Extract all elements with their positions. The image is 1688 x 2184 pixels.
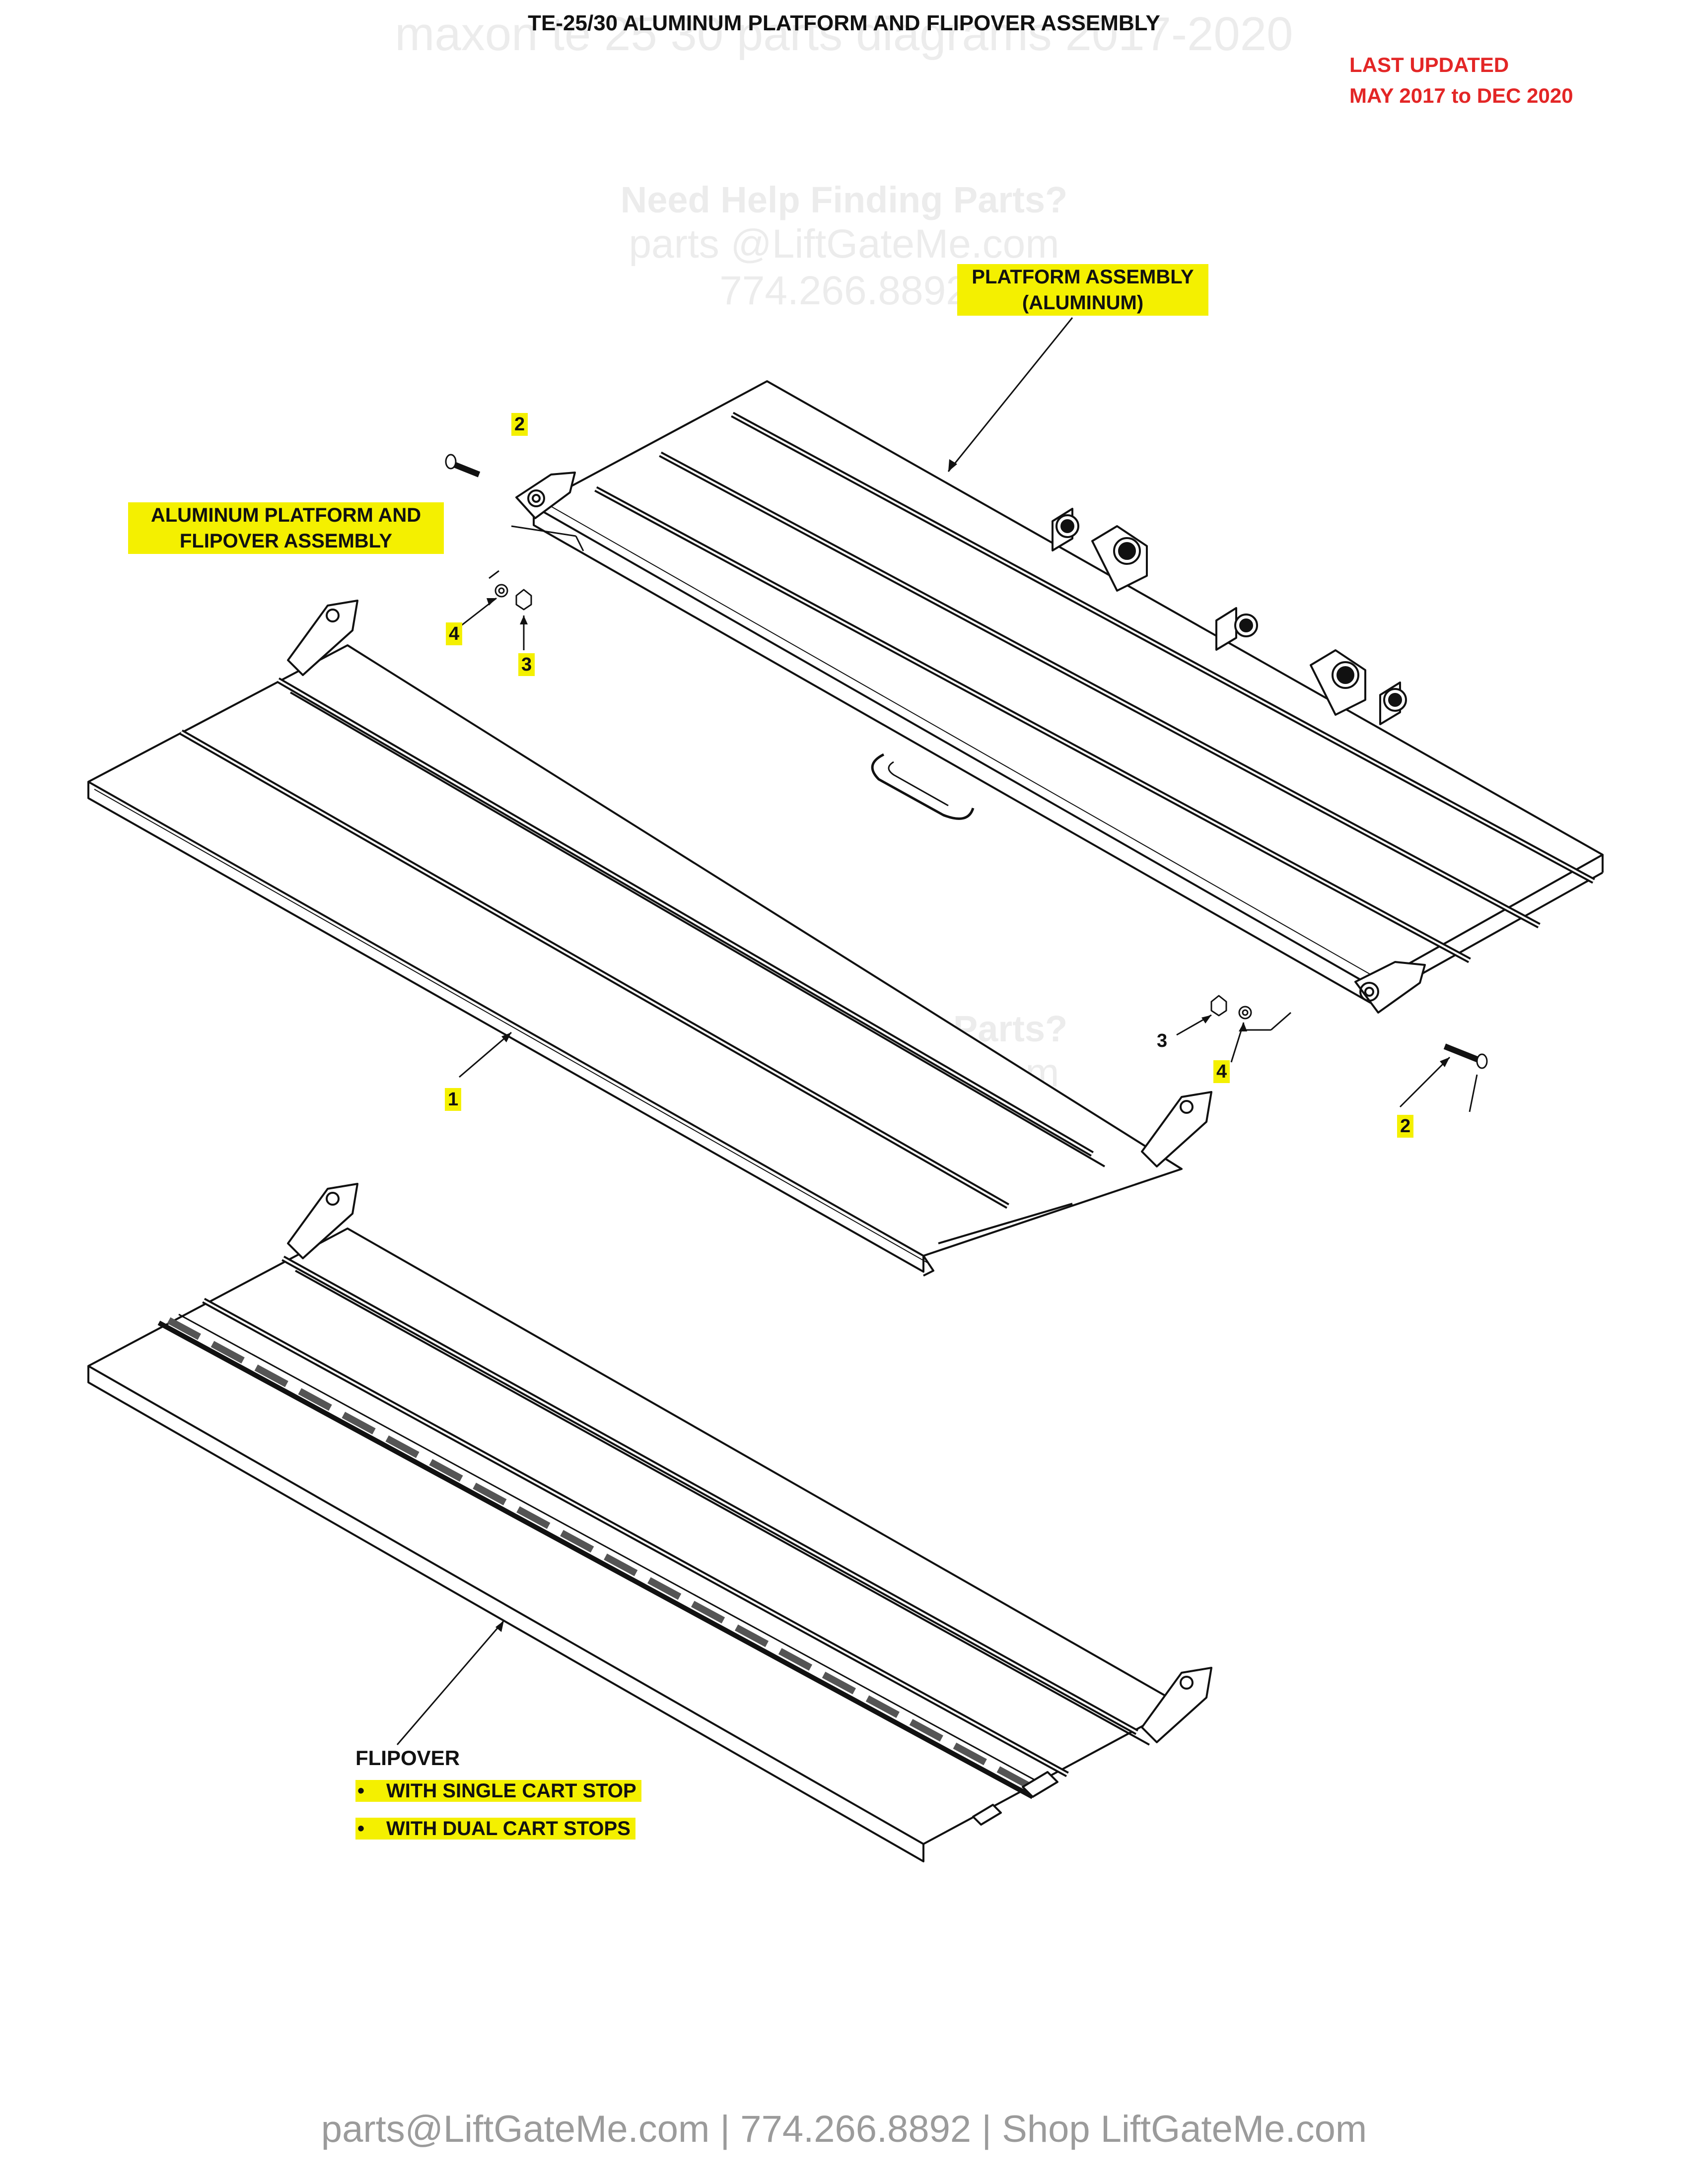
part-number-bolt-top: 2	[511, 413, 528, 436]
title-watermark: maxon te 25 30 parts diagrams 2017-2020	[395, 7, 1293, 61]
nut-right	[1210, 995, 1227, 1017]
flipover-option-single-text: • WITH SINGLE CART STOP	[355, 1780, 641, 1802]
bullet-glyph: •	[357, 1780, 365, 1802]
callout-platform-assembly-line2: (ALUMINUM)	[1022, 292, 1144, 314]
part-number-flipover: 1	[445, 1088, 462, 1111]
part-number-bolt-right: 2	[1397, 1115, 1414, 1138]
flipover-option-label: WITH DUAL CART STOPS	[386, 1818, 631, 1840]
last-updated-label: LAST UPDATED	[1349, 53, 1509, 76]
bolt-top	[445, 454, 481, 478]
callout-platform-assembly-line1: PLATFORM ASSEMBLY	[972, 266, 1194, 288]
flipover-drawing	[87, 1183, 1212, 1862]
flipover-option-dual: • WITH DUAL CART STOPS	[355, 1815, 641, 1843]
callout-aluminum-assembly-line1: ALUMINUM PLATFORM AND	[150, 504, 422, 526]
bullet-glyph: •	[357, 1818, 365, 1840]
help-watermark-phone: 774.266.8892	[719, 268, 969, 313]
platform-assembly-drawing	[515, 380, 1604, 1014]
flipover-option-single: • WITH SINGLE CART STOP	[355, 1777, 641, 1805]
part-number-washer-left: 4	[446, 622, 463, 645]
help-watermark-heading: Need Help Finding Parts?	[620, 179, 1068, 220]
part-number-washer-right: 4	[1213, 1060, 1230, 1083]
flipover-option-label: WITH SINGLE CART STOP	[386, 1780, 636, 1802]
help-watermark-top: Need Help Finding Parts? parts @LiftGate…	[496, 179, 1192, 314]
part-number-nut-right: 3	[1157, 1030, 1168, 1051]
footer-contact: parts@LiftGateMe.com | 774.266.8892 | Sh…	[321, 2108, 1367, 2150]
washer-left	[494, 584, 508, 598]
part-number-nut-left: 3	[518, 653, 535, 676]
nut-left	[515, 589, 532, 611]
callout-platform-assembly: PLATFORM ASSEMBLY (ALUMINUM)	[957, 264, 1208, 316]
leader-arrowheads	[487, 459, 1450, 1632]
bolt-right	[1443, 1043, 1488, 1069]
callout-aluminum-assembly: ALUMINUM PLATFORM AND FLIPOVER ASSEMBLY	[128, 502, 444, 554]
help-watermark-email: parts @LiftGateMe.com	[629, 221, 1059, 267]
last-updated-range: MAY 2017 to DEC 2020	[1349, 84, 1573, 107]
last-updated: LAST UPDATED MAY 2017 to DEC 2020	[1349, 50, 1573, 111]
flipover-label: FLIPOVER	[355, 1746, 460, 1770]
washer-right	[1238, 1006, 1252, 1020]
callout-aluminum-assembly-line2: FLIPOVER ASSEMBLY	[179, 530, 393, 552]
page-title: TE-25/30 ALUMINUM PLATFORM AND FLIPOVER …	[528, 11, 1160, 35]
flipover-options: • WITH SINGLE CART STOP • WITH DUAL CART S…	[355, 1777, 641, 1843]
flipover-option-dual-text: • WITH DUAL CART STOPS	[355, 1818, 635, 1840]
flipover-part-1-drawing	[87, 600, 1212, 1277]
